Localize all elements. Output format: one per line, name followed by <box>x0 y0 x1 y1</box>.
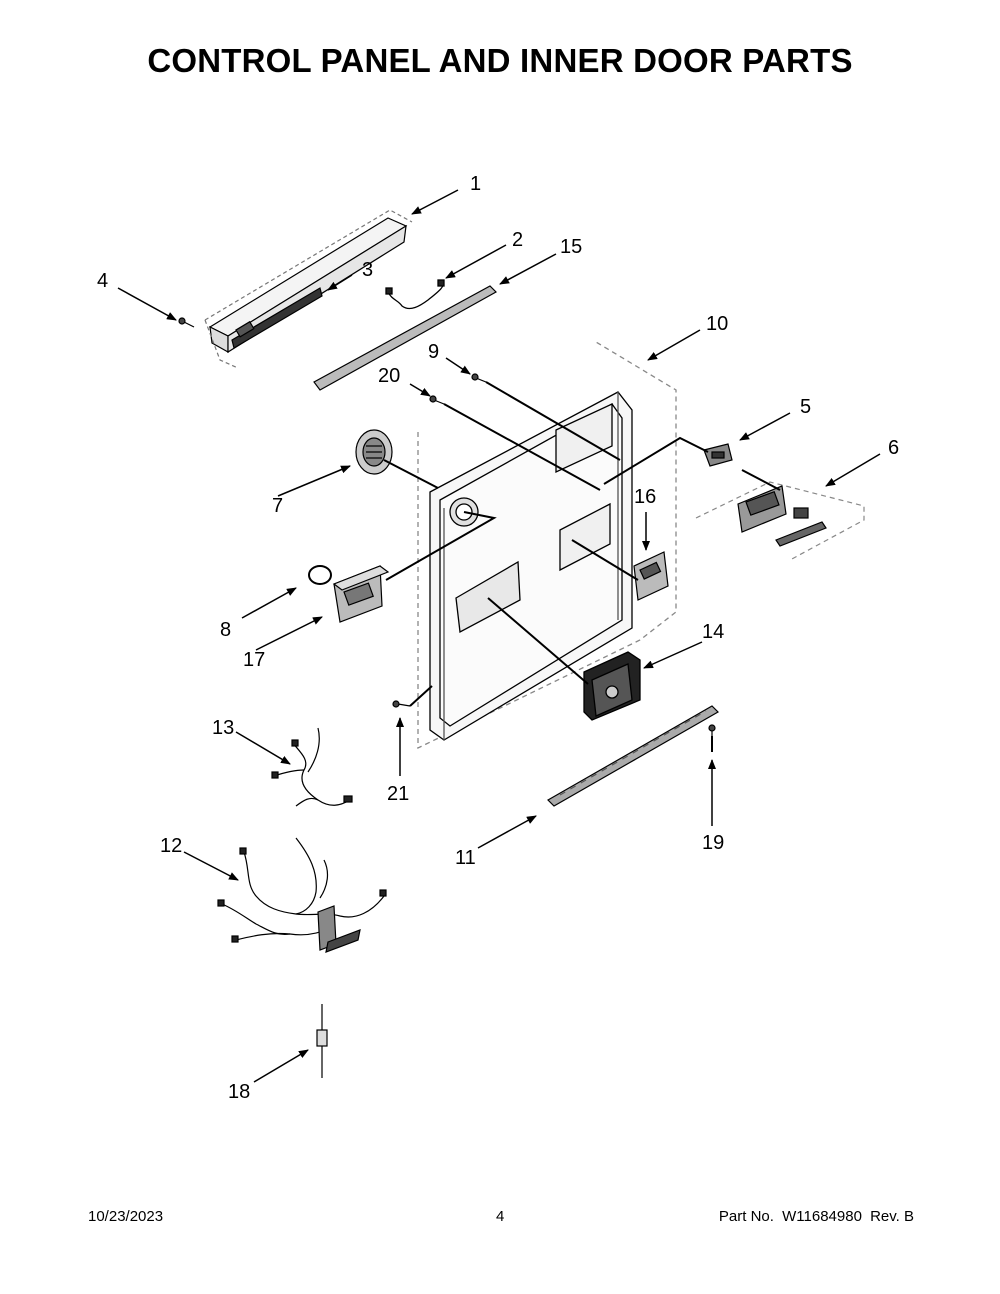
callout-5: 5 <box>800 396 811 418</box>
screw-part-9 <box>471 373 487 383</box>
leader-arrows <box>117 189 881 1083</box>
control-board-part <box>695 481 865 561</box>
callout-16: 16 <box>634 486 656 508</box>
footer-part-number: Part No. W11684980 Rev. B <box>715 1208 914 1225</box>
callout-9: 9 <box>428 341 439 363</box>
callout-8: 8 <box>220 619 231 641</box>
callout-6: 6 <box>888 437 899 459</box>
screw-part-4 <box>178 317 195 328</box>
callout-7: 7 <box>272 495 283 517</box>
callout-labels: 1 2 3 4 5 6 7 8 9 10 11 12 13 14 15 16 1… <box>97 173 899 1103</box>
wire-harness-part <box>385 279 445 310</box>
callout-10: 10 <box>706 313 728 335</box>
switch-part <box>703 443 733 467</box>
callout-14: 14 <box>702 621 724 643</box>
revision: Rev. B <box>870 1208 914 1225</box>
gasket-strip-part <box>313 285 497 391</box>
part-label: Part No. <box>718 1208 774 1225</box>
callout-2: 2 <box>512 229 523 251</box>
callout-18: 18 <box>228 1081 250 1103</box>
callout-12: 12 <box>160 835 182 857</box>
door-rail-part <box>547 705 719 807</box>
callout-11: 11 <box>455 847 476 869</box>
control-panel-part <box>204 209 413 369</box>
callout-4: 4 <box>97 270 108 292</box>
connector-lines <box>383 381 781 752</box>
page-title: CONTROL PANEL AND INNER DOOR PARTS <box>147 42 853 79</box>
latch-part <box>633 551 669 601</box>
vent-part <box>355 429 393 475</box>
o-ring-part <box>308 565 332 585</box>
callout-19: 19 <box>702 832 724 854</box>
callout-17: 17 <box>243 649 265 671</box>
callout-15: 15 <box>560 236 582 258</box>
footer-page-number: 4 <box>496 1208 505 1225</box>
callout-21: 21 <box>387 783 409 805</box>
part-number: W11684980 <box>782 1208 862 1225</box>
callout-3: 3 <box>362 259 373 281</box>
detergent-dispenser-part <box>583 651 641 721</box>
inline-fuse-part <box>316 1004 328 1078</box>
screw-part-21 <box>392 700 411 708</box>
callout-20: 20 <box>378 365 400 387</box>
harness-part-12 <box>217 837 387 953</box>
screw-part-20 <box>429 395 445 405</box>
harness-part-13 <box>271 727 353 807</box>
callout-13: 13 <box>212 717 234 739</box>
callout-1: 1 <box>470 173 481 195</box>
dispenser-part <box>332 565 390 623</box>
footer-date: 10/23/2023 <box>88 1208 164 1225</box>
